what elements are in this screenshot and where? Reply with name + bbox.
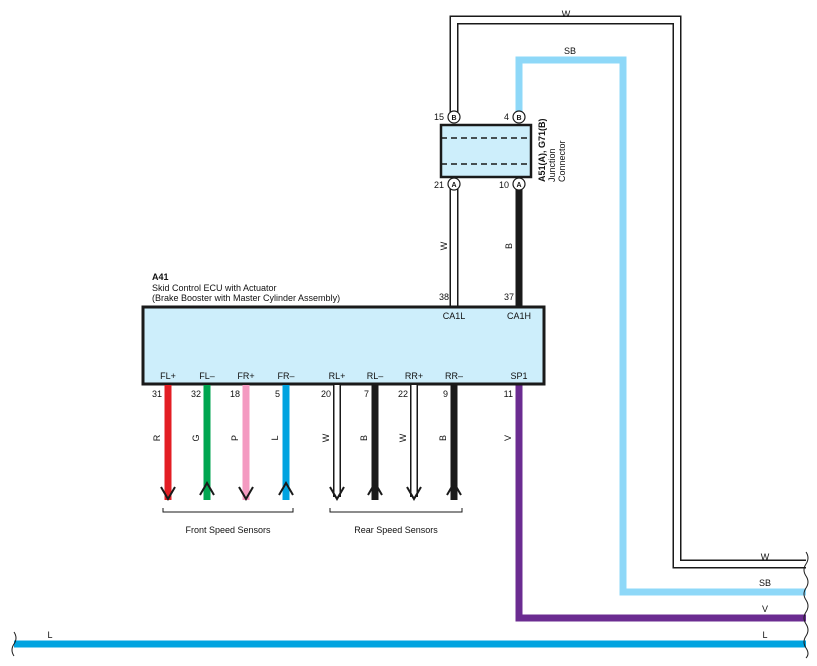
ecu-pin-number-6: 22 bbox=[398, 389, 408, 399]
wire-w-loop: W W bbox=[449, 9, 806, 569]
sensor-arrow-4 bbox=[329, 486, 345, 501]
ecu-pin-wire-code-0: R bbox=[152, 434, 162, 441]
wire-sb-top-label: SB bbox=[564, 46, 576, 56]
ecu-pin-wire-code-4: W bbox=[321, 433, 331, 442]
wire-l-left-label: L bbox=[47, 630, 52, 640]
ecu-top-pin-38-number: 38 bbox=[439, 292, 449, 302]
ecu-pin-label-7: RR– bbox=[445, 371, 463, 381]
rear-sensor-bracket: Rear Speed Sensors bbox=[329, 508, 463, 535]
junction-name-line2: Connector bbox=[557, 140, 567, 182]
ecu-top-pin-38-label: CA1L bbox=[443, 311, 466, 321]
ecu-pin-wire-code-5: B bbox=[359, 435, 369, 441]
junction-pin-10-circle bbox=[512, 177, 526, 191]
right-break-mark bbox=[803, 551, 809, 659]
junction-wire-b-label: B bbox=[504, 243, 514, 249]
ecu-pin-number-0: 31 bbox=[152, 389, 162, 399]
ecu-pin-label-1: FL– bbox=[199, 371, 215, 381]
ecu-pin-label-8: SP1 bbox=[510, 371, 527, 381]
sensor-arrow-6 bbox=[406, 486, 422, 501]
junction-wire-w-label: W bbox=[439, 241, 449, 250]
junction-name-line1: Junction bbox=[547, 148, 557, 182]
front-sensor-label: Front Speed Sensors bbox=[185, 525, 271, 535]
junction-pin-10-connector: A bbox=[516, 182, 521, 189]
sensor-arrow-2 bbox=[238, 486, 254, 501]
wire-w-right-label: W bbox=[761, 552, 770, 562]
ecu-pin-wire-code-1: G bbox=[191, 434, 201, 441]
wire-sb-loop: SB SB bbox=[515, 46, 806, 596]
junction-pin-15-circle bbox=[447, 110, 461, 124]
junction-pin-21-circle bbox=[447, 177, 461, 191]
ecu-pin-wire-code-7: B bbox=[438, 435, 448, 441]
sensor-wires: FL+ 31R FL– 32G FR+ 18P FR– 5L RL+ 20W RL– 7B RR+ 22W… bbox=[152, 371, 528, 501]
junction-pin-4-connector: B bbox=[516, 115, 521, 122]
ecu-top-pin-37-label: CA1H bbox=[507, 311, 531, 321]
wire-w-top-label: W bbox=[562, 9, 571, 19]
junction-pin-15-number: 15 bbox=[434, 112, 444, 122]
ecu-pin-number-7: 9 bbox=[443, 389, 448, 399]
left-break-mark bbox=[11, 631, 17, 657]
ecu-pin-wire-code-8: V bbox=[503, 435, 513, 441]
wire-v-sp1 bbox=[515, 385, 806, 622]
ecu-pin-wire-code-6: W bbox=[398, 433, 408, 442]
junction-pin-15-connector: B bbox=[451, 115, 456, 122]
junction-code: A51(A), G71(B) bbox=[537, 118, 547, 182]
ecu-code: A41 bbox=[152, 272, 169, 282]
ecu-pin-number-3: 5 bbox=[275, 389, 280, 399]
junction-pin-10-number: 10 bbox=[499, 180, 509, 190]
ecu-pin-number-4: 20 bbox=[321, 389, 331, 399]
ecu-name: Skid Control ECU with Actuator bbox=[152, 283, 277, 293]
rear-sensor-label: Rear Speed Sensors bbox=[354, 525, 438, 535]
wire-v-right-label: V bbox=[762, 604, 768, 614]
sensor-arrow-3 bbox=[278, 481, 294, 496]
ecu-pin-number-8: 11 bbox=[504, 389, 513, 399]
ecu-box bbox=[141, 305, 546, 386]
junction-box bbox=[439, 123, 533, 179]
ecu-pin-wire-code-3: L bbox=[270, 435, 280, 440]
ecu-pin-label-0: FL+ bbox=[160, 371, 176, 381]
junction-pin-21-connector: A bbox=[451, 182, 456, 189]
ecu-pin-wire-code-2: P bbox=[230, 435, 240, 441]
ecu-subtitle: (Brake Booster with Master Cylinder Asse… bbox=[152, 293, 340, 303]
junction-pin-4-circle bbox=[512, 110, 526, 124]
ecu-pin-label-2: FR+ bbox=[237, 371, 254, 381]
ecu-pin-label-5: RL– bbox=[367, 371, 384, 381]
junction-connector: B B A A 15 4 21 10 A51(A), G71(B) Juncti… bbox=[434, 110, 567, 306]
ecu-pin-label-6: RR+ bbox=[405, 371, 423, 381]
wire-l-right-label: L bbox=[762, 630, 767, 640]
ecu-pin-number-5: 7 bbox=[364, 389, 369, 399]
ecu-pin-label-3: FR– bbox=[277, 371, 294, 381]
wire-sb-right-label: SB bbox=[759, 578, 771, 588]
front-sensor-bracket: Front Speed Sensors bbox=[162, 508, 294, 535]
ecu-pin-number-1: 32 bbox=[191, 389, 201, 399]
ecu-top-pin-37-number: 37 bbox=[504, 292, 514, 302]
junction-pin-21-number: 21 bbox=[434, 180, 444, 190]
sensor-arrow-0 bbox=[160, 486, 176, 501]
ecu-pin-number-2: 18 bbox=[230, 389, 240, 399]
ecu-pin-label-4: RL+ bbox=[329, 371, 346, 381]
sensor-arrow-5 bbox=[367, 481, 383, 496]
junction-pin-4-number: 4 bbox=[504, 112, 509, 122]
sensor-arrow-1 bbox=[199, 481, 215, 496]
sensor-arrow-7 bbox=[446, 481, 462, 496]
ecu-header: A41 Skid Control ECU with Actuator (Brak… bbox=[152, 272, 340, 303]
